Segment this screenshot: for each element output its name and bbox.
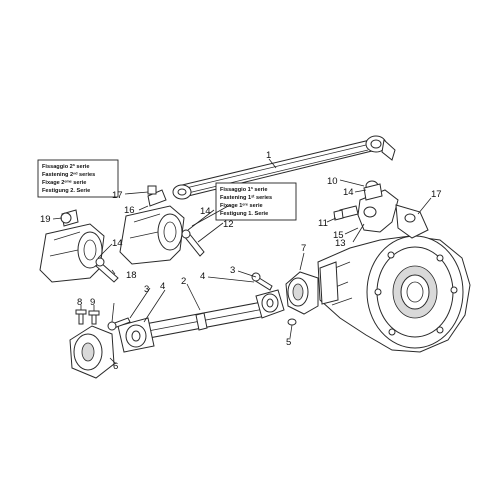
callout-14-left: 14	[112, 238, 123, 249]
leader-lines	[52, 158, 432, 365]
callout-9: 9	[90, 297, 95, 308]
gearbox-output-flange	[69, 325, 115, 379]
callout-13: 13	[335, 238, 346, 249]
note-2nd-line-3: Fixage 2ᵉᵐᵉ serie	[42, 180, 86, 186]
clamp-1st-series	[119, 185, 205, 265]
note-1st-line-3: Fixage 1ᵉʳᵉ serie	[220, 202, 263, 209]
callout-8: 8	[77, 297, 82, 308]
callout-7: 7	[301, 243, 306, 254]
final-drive-housing	[317, 204, 471, 353]
callout-3-lower: 3	[144, 284, 149, 295]
callout-19: 19	[40, 214, 51, 225]
callout-15: 15	[333, 230, 344, 241]
clamp-2nd-series	[39, 209, 119, 283]
callout-5: 5	[286, 337, 291, 348]
callout-6: 6	[113, 361, 118, 372]
housing-flange-cover	[285, 271, 319, 315]
note-2nd-line-2: Fastening 2ⁿᵈ series	[42, 171, 95, 178]
note-2nd-line-4: Festigung 2. Serie	[42, 188, 90, 194]
callout-17-left: 17	[112, 190, 123, 201]
callout-12: 12	[223, 219, 234, 230]
callout-2: 2	[181, 276, 186, 287]
callout-17-right: 17	[431, 189, 442, 200]
callout-3-upper: 3	[230, 265, 235, 276]
note-1st-line-2: Fastening 1ˢᵗ series	[220, 194, 272, 201]
callout-numbers: 1 2 3 3 4 4 5 6 7 8 9 10 11 12 13 14 14 …	[40, 150, 442, 372]
callout-10: 10	[327, 176, 338, 187]
callout-4-upper: 4	[200, 271, 205, 282]
callout-11: 11	[318, 218, 328, 229]
rod-bracket	[333, 180, 399, 233]
note-2nd-line-1: Fissaggio 2ª serie	[42, 163, 89, 170]
note-box-1st-series: Fissaggio 1ª serie Fastening 1ˢᵗ series …	[215, 182, 297, 221]
callout-1: 1	[266, 150, 271, 161]
callout-18: 18	[126, 270, 137, 281]
callout-14-right: 14	[343, 187, 354, 198]
callout-16: 16	[124, 205, 135, 216]
note-1st-line-1: Fissaggio 1ª serie	[220, 186, 267, 193]
callout-4-lower: 4	[160, 281, 165, 292]
note-1st-line-4: Festigung 1. Serie	[220, 211, 268, 217]
callout-14-middle: 14	[200, 206, 211, 217]
note-box-2nd-series: Fissaggio 2ª serie Fastening 2ⁿᵈ series …	[37, 159, 119, 198]
cardan-shaft	[117, 289, 285, 353]
